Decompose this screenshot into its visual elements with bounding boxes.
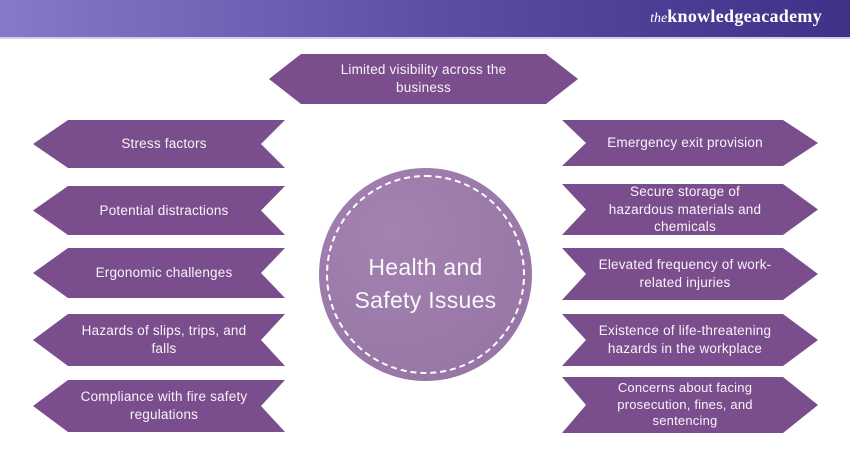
arrow-label: Emergency exit provision	[607, 135, 763, 151]
arrow-potential-distractions: Potential distractions	[33, 186, 285, 235]
arrow-ergonomic-challenges: Ergonomic challenges	[33, 248, 285, 298]
logo-text: knowledgeacademy	[667, 6, 822, 26]
arrow-fire-safety-compliance: Compliance with fire safety regulations	[33, 380, 285, 432]
arrow-label: Stress factors	[121, 136, 207, 152]
dashed-border-ring	[326, 175, 525, 374]
arrow-label: Concerns about facing prosecution, fines…	[617, 380, 753, 429]
arrow-emergency-exit: Emergency exit provision	[562, 120, 818, 166]
banner-label: Limited visibility across the business	[340, 62, 507, 95]
arrow-label: Secure storage of hazardous materials an…	[608, 183, 762, 235]
center-circle: Health and Safety Issues	[319, 168, 532, 381]
arrow-life-threatening-hazards: Existence of life-threatening hazards in…	[562, 314, 818, 366]
logo-prefix: the	[650, 11, 668, 26]
arrow-label: Potential distractions	[99, 202, 229, 218]
arrow-label: Elevated frequency of work-related injur…	[598, 257, 772, 290]
arrow-label: Existence of life-threatening hazards in…	[598, 323, 772, 356]
banner-limited-visibility: Limited visibility across the business	[269, 54, 578, 104]
knowledge-academy-logo: theknowledgeacademy	[650, 6, 822, 27]
arrow-label: Compliance with fire safety regulations	[80, 389, 248, 422]
arrow-injury-frequency: Elevated frequency of work-related injur…	[562, 248, 818, 300]
arrow-label: Ergonomic challenges	[95, 265, 233, 281]
header-bar: theknowledgeacademy	[0, 0, 850, 39]
arrow-prosecution-concerns: Concerns about facing prosecution, fines…	[562, 377, 818, 433]
arrow-stress-factors: Stress factors	[33, 120, 285, 168]
arrow-secure-storage: Secure storage of hazardous materials an…	[562, 184, 818, 235]
arrow-hazards-slips-trips-falls: Hazards of slips, trips, and falls	[33, 314, 285, 366]
arrow-label: Hazards of slips, trips, and falls	[81, 323, 247, 356]
